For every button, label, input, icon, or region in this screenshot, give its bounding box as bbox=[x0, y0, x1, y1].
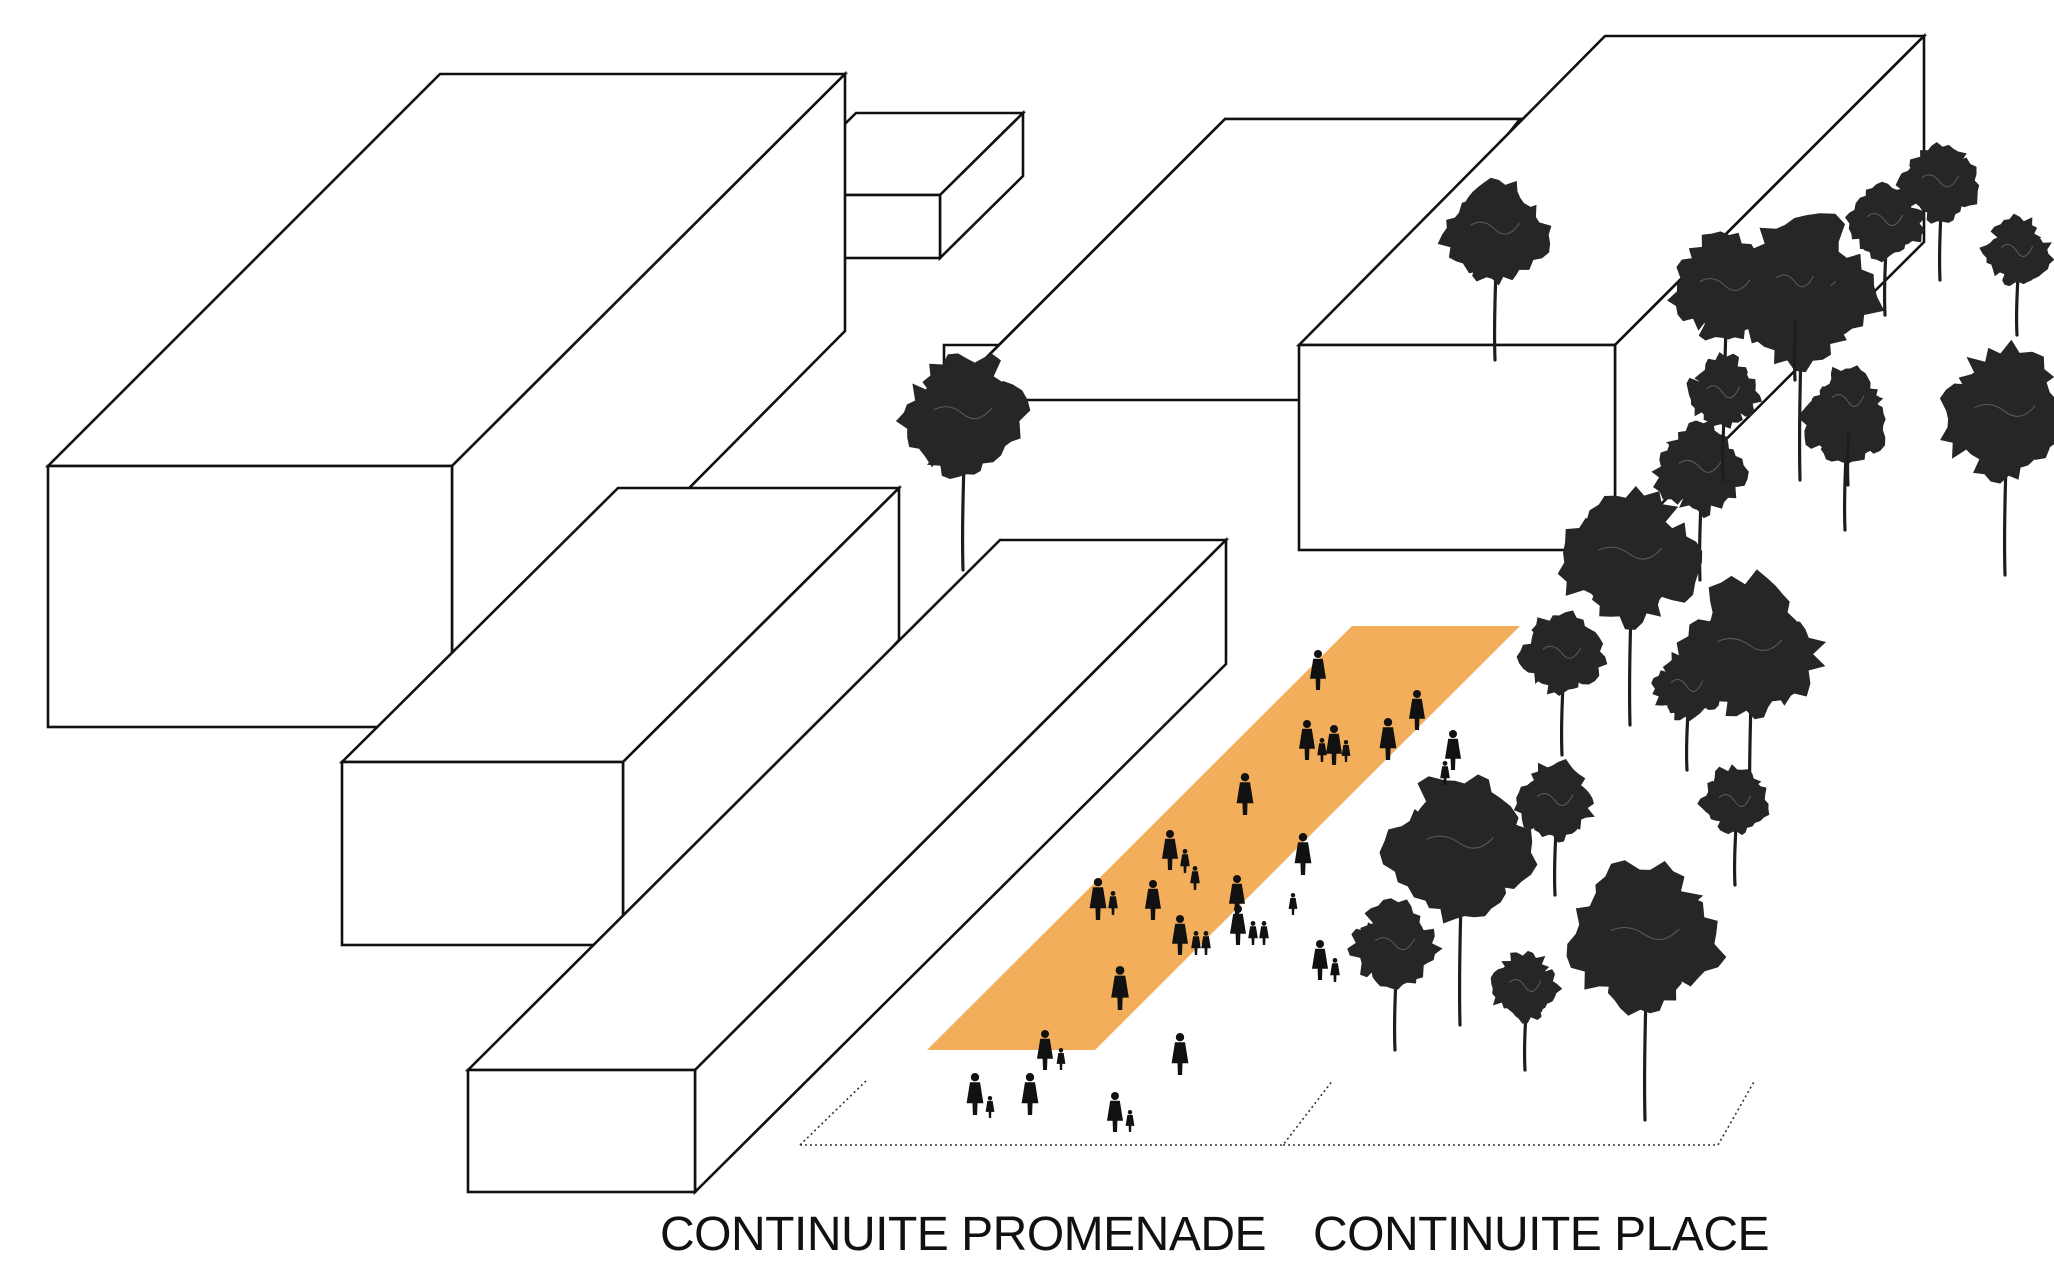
pedestrian-icon bbox=[1248, 921, 1258, 945]
pedestrian-icon bbox=[1089, 878, 1107, 920]
building-back-right-bar bbox=[940, 117, 1524, 404]
pedestrian-icon bbox=[1259, 921, 1269, 945]
building-front-bar bbox=[464, 536, 1230, 1196]
pedestrian-icon bbox=[1236, 773, 1254, 815]
pedestrian-icon bbox=[1056, 1048, 1066, 1070]
tree-icon bbox=[1676, 569, 1827, 822]
pedestrian-icon bbox=[1190, 866, 1200, 890]
tree-icon bbox=[1810, 365, 1884, 487]
label-continuite-promenade: CONTINUITE PROMENADE bbox=[660, 1208, 1266, 1261]
pedestrian-icon bbox=[1145, 880, 1161, 920]
pedestrian-icon bbox=[1191, 931, 1201, 955]
promenade-strip bbox=[927, 626, 1520, 1050]
pedestrian-icon bbox=[985, 1096, 995, 1118]
tree-icon bbox=[1895, 142, 1980, 282]
tree-icon bbox=[1513, 759, 1595, 897]
pedestrian-icon bbox=[1299, 720, 1315, 760]
pedestrian-icon bbox=[966, 1073, 984, 1115]
tree-icon bbox=[1979, 213, 2054, 337]
label-continuite-place: CONTINUITE PLACE bbox=[1313, 1208, 1769, 1261]
promenade-ground-outline bbox=[799, 1079, 1756, 1146]
tree-icon bbox=[1697, 764, 1770, 887]
pedestrian-icon bbox=[1108, 891, 1118, 915]
pedestrian-icon bbox=[1021, 1073, 1039, 1115]
pedestrian-icon bbox=[1229, 875, 1245, 915]
pedestrian-icon bbox=[1201, 931, 1211, 955]
tree-icon bbox=[1651, 650, 1726, 772]
pedestrian-icon bbox=[1107, 1092, 1123, 1132]
pedestrian-icon bbox=[1379, 718, 1397, 760]
pedestrian-icon bbox=[1317, 738, 1327, 762]
tree-icon bbox=[1939, 339, 2054, 577]
pedestrian-icon bbox=[1111, 966, 1129, 1010]
tree-icon bbox=[1347, 898, 1443, 1052]
pedestrian-icon bbox=[1440, 761, 1450, 785]
pedestrian-icon bbox=[1288, 893, 1298, 915]
pedestrian-icon bbox=[1409, 690, 1425, 730]
tree-icon bbox=[1686, 352, 1762, 482]
pedestrian-icon bbox=[1312, 940, 1328, 980]
pedestrian-icon bbox=[1330, 958, 1340, 982]
tree-icon bbox=[1566, 860, 1727, 1122]
pedestrian-icon bbox=[1125, 1110, 1135, 1132]
pedestrian-icon bbox=[1341, 740, 1351, 762]
pedestrian-icon bbox=[1162, 830, 1178, 870]
tree-icon bbox=[1437, 177, 1552, 362]
pedestrian-icon bbox=[1180, 849, 1190, 873]
pedestrian-icon bbox=[1445, 730, 1461, 770]
tree-icon bbox=[1651, 419, 1749, 582]
pedestrian-icon bbox=[1172, 915, 1188, 955]
pedestrian-icon bbox=[1171, 1033, 1189, 1075]
pedestrian-icon bbox=[1294, 833, 1312, 875]
tree-icon bbox=[1557, 486, 1703, 727]
pedestrian-icon bbox=[1037, 1030, 1053, 1070]
pedestrian-icon bbox=[1326, 725, 1342, 765]
pedestrian-icon bbox=[1230, 905, 1246, 945]
pedestrian-icon bbox=[1310, 650, 1326, 690]
tree-icon bbox=[1379, 774, 1538, 1027]
tree-group bbox=[895, 142, 2054, 1122]
tree-icon bbox=[1516, 610, 1608, 757]
tree-icon bbox=[895, 353, 1031, 572]
tree-icon bbox=[1750, 238, 1838, 382]
tree-icon bbox=[1845, 181, 1926, 317]
building-middle-bar bbox=[338, 484, 903, 949]
tree-icon bbox=[1490, 950, 1563, 1072]
pedestrian-group bbox=[966, 650, 1461, 1132]
